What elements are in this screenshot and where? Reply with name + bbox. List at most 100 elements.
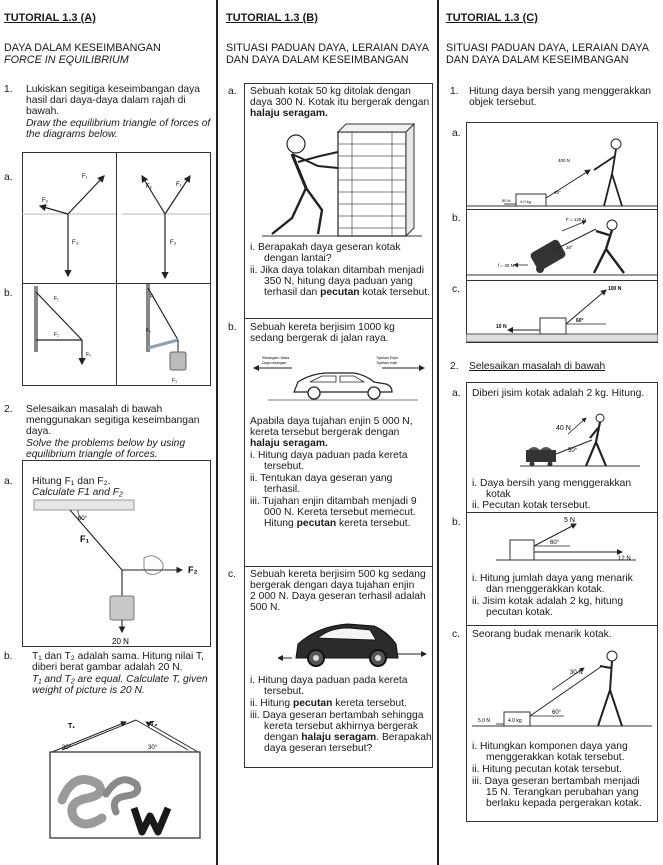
- eew-logo: eew: [57, 775, 172, 836]
- b-a-ii-line2: 350 N, hitung daya paduan yang: [264, 276, 413, 287]
- tutorial-c-title: TUTORIAL 1.3 (C): [446, 12, 538, 24]
- c-1a-mass: 4.0 kg: [520, 199, 531, 204]
- q2a-weight-label: 20 N: [112, 637, 129, 646]
- b-a-i-line2: dengan lantai?: [264, 253, 332, 264]
- b-c-i1: i. Hitung daya paduan pada kereta: [250, 675, 408, 686]
- b-b-iii3: Hitung pecutan kereta tersebut.: [264, 518, 411, 530]
- b-b-text2: sedang bergerak di jalan raya.: [250, 333, 389, 344]
- c-1c-force: 100 N: [608, 286, 622, 292]
- b-a-i-line1: i. Berapakah daya geseran kotak: [250, 242, 401, 253]
- c-q1-diagram-box: [466, 122, 658, 343]
- col3-heading-line1: SITUASI PADUAN DAYA, LERAIAN DAYA: [446, 42, 649, 54]
- q1-english-line1: Draw the equilibrium triangle of forces …: [26, 118, 211, 129]
- b-b-right1: Tujahan Enjin: [376, 356, 398, 360]
- c-2a-force: 40 N: [556, 425, 571, 432]
- c-2c-angle: 60°: [552, 710, 562, 716]
- q2a-diagram: 60° F₁ F₂ 20 N: [33, 499, 198, 646]
- c-1b-diagram: F = 120 N f = 40 N 30°: [466, 217, 658, 276]
- q2b-angle2-label: 30°: [148, 745, 158, 751]
- c-2c-mass: 4.0 kg: [508, 718, 522, 724]
- a1-f3-label: F₃: [72, 240, 79, 246]
- c-q1-divider-bc: [466, 280, 658, 281]
- c-q2-number: 2.: [450, 361, 459, 372]
- q2b-t2-label: T₂: [150, 721, 157, 728]
- b-b-ii2: terhasil.: [264, 484, 301, 495]
- c-2a-i2: kotak: [486, 489, 511, 500]
- b-b-ii1: ii. Tentukan daya geseran yang: [250, 473, 393, 484]
- b-c-text2: bergerak dengan daya tujahan enjin: [250, 580, 415, 591]
- c-2b-i2: dan menggerakkan kotak.: [486, 584, 605, 595]
- b-b-iii2: 000 N. Kereta tersebut memecut.: [264, 507, 416, 518]
- b-b-iii3-pre: Hitung: [264, 518, 297, 529]
- c-1c-angle: 60°: [576, 318, 584, 324]
- q2b-label: b.: [4, 651, 13, 662]
- c-2a-diagram: 50° 40 N: [520, 413, 640, 467]
- b-a-label: a.: [228, 86, 237, 97]
- c-2c-diagram: 4.0 kg 5.0 N 30 N 60°: [472, 650, 652, 727]
- b-b-p1: Apabila daya tujahan enjin 5 000 N,: [250, 416, 413, 427]
- q2-text-line1: Selesaikan masalah di bawah: [26, 404, 163, 415]
- b1-f3-label: F₃: [86, 352, 91, 358]
- b-c-i2: tersebut.: [264, 686, 305, 697]
- c-1a-diagram: 4.0 kg 50 N 400 N 40°: [466, 138, 658, 207]
- b-c-iii4: daya geseran tersebut?: [264, 743, 373, 754]
- q2b-text-line2: diberi berat gambar adalah 20 N.: [32, 662, 183, 673]
- q2-text-line3: daya.: [26, 426, 52, 437]
- c-2a-angle: 50°: [568, 448, 578, 454]
- diagram-b1: F₁ F₂ F₃: [34, 286, 91, 366]
- c-2c-label: c.: [452, 629, 461, 640]
- c-2c-iii2: 15 N. Terangkan perubahan yang: [486, 787, 639, 798]
- c-1c-friction: 10 N: [496, 324, 507, 330]
- b-b-label: b.: [228, 322, 237, 333]
- col2-question-box: [244, 83, 433, 768]
- q1a-label: a.: [4, 172, 13, 183]
- hatchback-illustration: [278, 623, 427, 667]
- grid-vline: [116, 152, 117, 386]
- q2b-diagram: T₁ T₂ 30° 30° eew: [49, 719, 201, 839]
- b-c-text3: 2 000 N. Daya geseran terhasil adalah: [250, 591, 426, 602]
- c-2b-friction: 12 N: [618, 556, 631, 562]
- col2-heading-line1: SITUASI PADUAN DAYA, LERAIAN DAYA: [226, 42, 429, 54]
- b-a-ii-line3-post: kotak tersebut.: [359, 287, 430, 298]
- q2-english-line2: equilibrium triangle of forces.: [26, 449, 158, 460]
- a1-f1-label: F₁: [82, 174, 88, 180]
- q2-number: 2.: [4, 404, 13, 415]
- c-1a-friction: 50 N: [502, 198, 511, 203]
- b-b-i1: i. Hitung daya paduan pada kereta: [250, 450, 408, 461]
- b-b-left1: Rintangan Udara: [262, 356, 289, 360]
- c-q2-divider-ab: [466, 512, 658, 513]
- c-q1-divider-ab: [466, 209, 658, 210]
- b-c-ii: ii. Hitung pecutan kereta tersebut.: [250, 698, 407, 710]
- b-b-left2: Daya rintangan: [262, 361, 286, 365]
- a1-f2-label: F₂: [42, 198, 49, 204]
- car-forces-illustration: Rintangan Udara Daya rintangan Tujahan E…: [253, 356, 425, 401]
- c-2a-ii: ii. Pecutan kotak tersebut.: [472, 500, 591, 511]
- b-c-ii-bold: pecutan: [292, 698, 333, 709]
- b-a-ii-line1: ii. Jika daya tolakan ditambah menjadi: [250, 265, 425, 276]
- q1-text-line3: bawah.: [26, 106, 60, 117]
- b-c-ii-post: kereta tersebut.: [332, 698, 407, 709]
- c-2a-text: Diberi jisim kotak adalah 2 kg. Hitung.: [472, 388, 645, 399]
- b-b-iii3-post: kereta tersebut.: [336, 518, 411, 529]
- c-1b-label: b.: [452, 213, 461, 224]
- c-1b-force: F = 120 N: [566, 217, 586, 222]
- pushing-box-illustration: [262, 122, 422, 238]
- b-b-i2: tersebut.: [264, 461, 305, 472]
- c-q1-number: 1.: [450, 86, 459, 97]
- q2b-english-line1: T₁ and T₂ are equal. Calculate T, given: [32, 674, 208, 685]
- c-1a-angle: 40°: [554, 190, 561, 195]
- c-2c-iii1: iii. Daya geseran bertambah menjadi: [472, 776, 640, 787]
- q2b-english-line2: weight of picture is 20 N.: [32, 685, 145, 696]
- b1-f2-label: F₂: [54, 332, 59, 338]
- b-a-text3: halaju seragam.: [250, 108, 328, 119]
- diagram-a1: F₁ F₂ F₃: [22, 174, 116, 278]
- q1-text-line2: hasil dari daya-daya dalam rajah di: [26, 95, 186, 106]
- c-1c-label: c.: [452, 284, 461, 295]
- b2-f2-label: F₂: [146, 328, 151, 334]
- q2a-f1-label: F₁: [80, 534, 89, 544]
- grid-hline: [22, 283, 211, 284]
- diagram-b2: F₁ F₂ F₃: [146, 284, 187, 384]
- c-2c-force: 30 N: [570, 670, 583, 676]
- c-2c-i2: menggerakkan kotak tersebut.: [486, 752, 625, 763]
- c-2b-force: 5 N: [564, 517, 575, 524]
